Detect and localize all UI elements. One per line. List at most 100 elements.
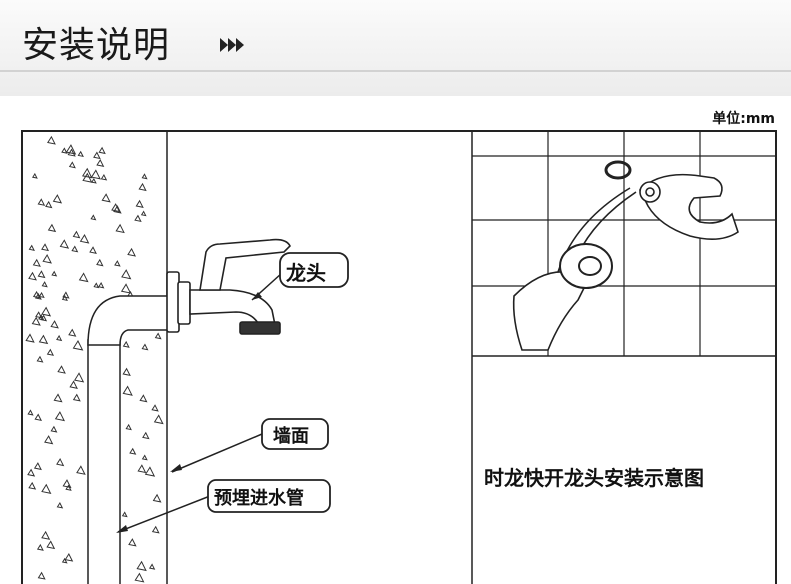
speckle bbox=[135, 199, 144, 208]
speckle bbox=[72, 339, 84, 351]
speckle bbox=[93, 151, 101, 160]
speckle bbox=[68, 328, 77, 337]
speckle bbox=[134, 214, 142, 223]
speckle bbox=[41, 243, 50, 252]
speckle bbox=[140, 210, 147, 217]
speckle bbox=[148, 563, 156, 570]
triple-right-arrow-icon bbox=[220, 38, 244, 52]
speckle bbox=[68, 161, 76, 169]
speckle bbox=[127, 247, 137, 257]
speckle bbox=[144, 466, 156, 477]
speckle bbox=[37, 571, 46, 580]
speckle bbox=[97, 281, 105, 289]
speckle bbox=[45, 200, 53, 209]
speckle bbox=[28, 244, 35, 251]
speckle bbox=[35, 311, 43, 319]
speckle bbox=[36, 355, 44, 363]
speckle bbox=[96, 258, 104, 267]
speckle bbox=[51, 270, 58, 277]
speckle bbox=[139, 394, 148, 403]
speckle bbox=[27, 468, 36, 477]
speckle bbox=[100, 173, 108, 181]
ptfe-tape-icon bbox=[559, 243, 613, 289]
speckle bbox=[153, 414, 164, 425]
speckle bbox=[125, 423, 132, 431]
speckle bbox=[46, 348, 55, 356]
speckle bbox=[69, 380, 78, 389]
speckle bbox=[57, 365, 66, 374]
faucet-icon bbox=[166, 238, 291, 335]
speckle bbox=[54, 411, 66, 422]
speckle bbox=[37, 270, 46, 279]
speckle bbox=[33, 462, 42, 471]
speckle bbox=[61, 294, 68, 302]
speckle bbox=[151, 525, 160, 534]
speckle bbox=[122, 367, 131, 377]
speckle bbox=[76, 465, 86, 475]
speckle bbox=[78, 272, 89, 283]
speckle bbox=[38, 291, 45, 299]
speckle bbox=[122, 385, 133, 396]
speckle bbox=[46, 540, 56, 550]
speckle bbox=[98, 146, 106, 155]
wall-label: 墙面 bbox=[273, 426, 309, 447]
speckle bbox=[56, 458, 65, 467]
speckle bbox=[41, 530, 51, 540]
speckle bbox=[65, 144, 77, 155]
speckle bbox=[72, 393, 81, 402]
speckle bbox=[44, 435, 54, 445]
speckle bbox=[101, 193, 111, 203]
speckle bbox=[64, 552, 74, 562]
pipe-leader bbox=[117, 495, 211, 533]
speckle bbox=[77, 150, 84, 158]
speckle bbox=[72, 230, 81, 239]
speckle bbox=[128, 538, 137, 547]
speckle bbox=[115, 223, 125, 234]
speckle bbox=[59, 239, 70, 249]
diagram-caption: 时龙快开龙头安装示意图 bbox=[484, 466, 704, 490]
speckle bbox=[141, 454, 148, 461]
speckle bbox=[89, 246, 97, 254]
page-title: 安装说明 bbox=[22, 25, 171, 66]
speckle bbox=[93, 282, 100, 289]
speckle bbox=[47, 223, 57, 233]
speckle bbox=[122, 340, 130, 348]
speckle bbox=[136, 560, 147, 572]
speckle bbox=[79, 233, 90, 244]
speckle bbox=[90, 169, 101, 180]
speckle bbox=[36, 543, 44, 551]
speckle bbox=[114, 260, 121, 267]
speckle bbox=[121, 511, 128, 518]
faucet-label-box bbox=[279, 252, 349, 288]
speckle bbox=[62, 479, 72, 489]
speckle bbox=[81, 167, 93, 179]
speckle bbox=[41, 281, 48, 288]
pipe-label: 预埋进水管 bbox=[214, 488, 304, 509]
speckle bbox=[82, 172, 93, 183]
speckle bbox=[121, 269, 132, 280]
speckle bbox=[96, 158, 105, 167]
speckle bbox=[138, 182, 147, 192]
speckle bbox=[152, 493, 162, 503]
speckle bbox=[120, 283, 132, 294]
speckle bbox=[141, 343, 149, 351]
speckle bbox=[151, 404, 159, 412]
speckle bbox=[65, 484, 72, 491]
speckle bbox=[56, 501, 64, 509]
unit-label: 单位:mm bbox=[712, 111, 775, 127]
speckle bbox=[37, 198, 46, 206]
speckle bbox=[31, 316, 41, 326]
speckle bbox=[134, 572, 145, 583]
speckle bbox=[111, 203, 121, 213]
speckle bbox=[142, 431, 150, 440]
speckle bbox=[61, 147, 68, 154]
speckle bbox=[41, 483, 52, 494]
speckle bbox=[90, 214, 97, 221]
faucet-label: 龙头 bbox=[286, 261, 326, 285]
speckle bbox=[73, 372, 85, 383]
speckle bbox=[28, 271, 37, 281]
speckle bbox=[40, 314, 48, 322]
header-divider bbox=[0, 70, 791, 72]
speckle bbox=[91, 177, 97, 184]
